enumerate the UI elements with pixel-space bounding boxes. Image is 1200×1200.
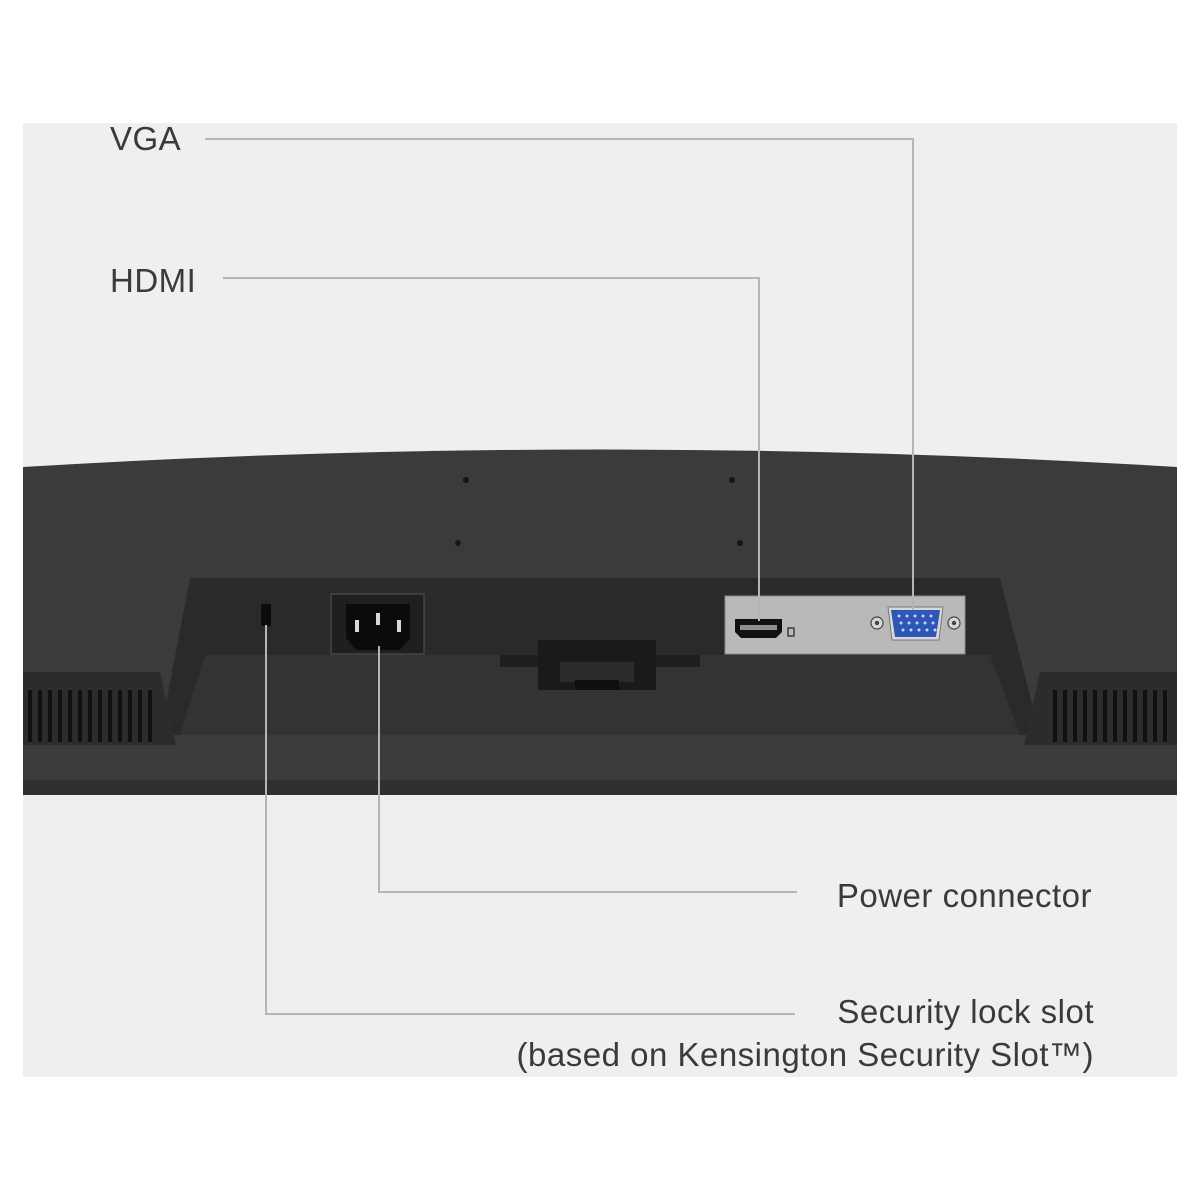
- hdmi-leader-line: [223, 277, 760, 621]
- vent-right-slits: [1053, 690, 1167, 742]
- vesa-mount-holes: [455, 477, 743, 546]
- vga-leader-line: [205, 138, 914, 610]
- vga-label: VGA: [110, 120, 182, 157]
- port-bay-floor: [180, 655, 1020, 735]
- security-lock-slot: [261, 604, 271, 626]
- security-lock-label: Security lock slot (based on Kensington …: [517, 995, 1094, 1071]
- stand-mount-bracket: [500, 640, 700, 690]
- power-leader-line: [378, 646, 797, 893]
- power-connector-socket: [346, 604, 410, 650]
- vent-left-slits: [28, 690, 152, 742]
- security-lock-label-line2: (based on Kensington Security Slot™): [516, 1036, 1094, 1073]
- lock-leader-line: [265, 625, 795, 1015]
- power-connector-pins: [355, 613, 401, 632]
- security-lock-label-line1: Security lock slot: [837, 993, 1094, 1030]
- vga-port: [870, 606, 961, 641]
- hdmi-port: [735, 619, 795, 638]
- hdmi-label: HDMI: [110, 262, 197, 299]
- vent-right: [1024, 672, 1177, 745]
- monitor-bottom-edge: [23, 780, 1177, 795]
- power-connector-label: Power connector: [836, 877, 1092, 914]
